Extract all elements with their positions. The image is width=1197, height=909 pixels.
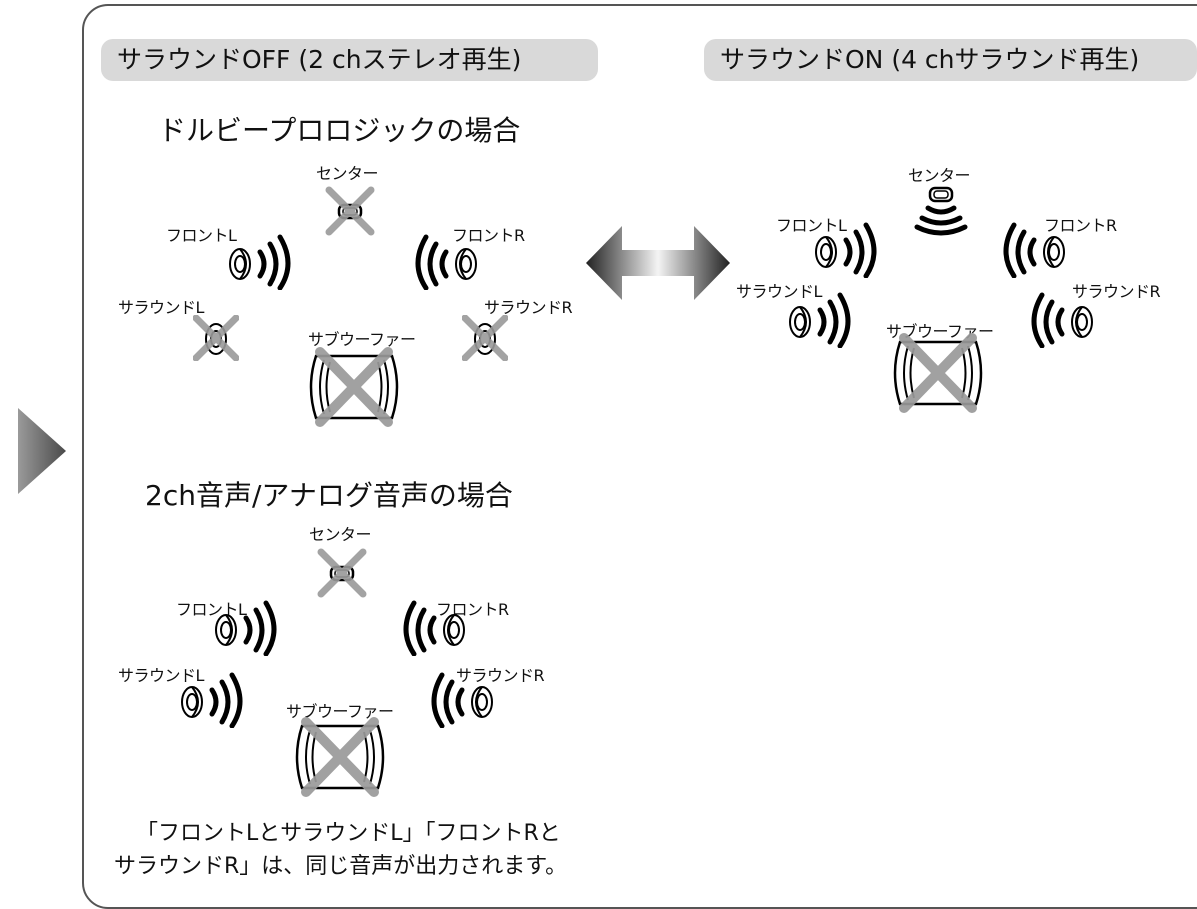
label-front-l-2ch: フロントL bbox=[176, 600, 247, 619]
label-surround-l: サラウンドL bbox=[118, 298, 204, 317]
note-line-1: 「フロントLとサラウンドL」「フロントRと bbox=[136, 821, 561, 846]
label-front-r: フロントR bbox=[452, 226, 525, 245]
header-surround-off: サラウンドOFF (2 chステレオ再生) bbox=[101, 39, 598, 81]
front-left-speaker-icon-2ch bbox=[212, 600, 282, 656]
label-subwoofer: サブウーファー bbox=[308, 330, 416, 349]
subwoofer-disabled-icon bbox=[302, 346, 406, 428]
front-left-speaker-icon bbox=[226, 234, 296, 290]
label-subwoofer-2ch: サブウーファー bbox=[286, 702, 394, 721]
center-speaker-disabled-icon bbox=[325, 186, 375, 236]
label-center: センター bbox=[316, 164, 379, 183]
note-line-2: サラウンドR」は、同じ音声が出力されます。 bbox=[114, 854, 568, 879]
label-front-r-on: フロントR bbox=[1044, 216, 1117, 235]
surround-left-speaker-icon-on bbox=[786, 292, 856, 348]
header-surround-on: サラウンドON (4 chサラウンド再生) bbox=[704, 39, 1197, 81]
label-surround-l-on: サラウンドL bbox=[736, 282, 822, 301]
subwoofer-disabled-icon-on bbox=[886, 332, 990, 414]
label-center-2ch: センター bbox=[309, 525, 372, 544]
label-front-l-on: フロントL bbox=[776, 216, 847, 235]
center-speaker-active-icon bbox=[914, 186, 968, 238]
label-surround-r-2ch: サラウンドR bbox=[456, 666, 545, 685]
label-surround-r-on: サラウンドR bbox=[1072, 282, 1161, 301]
front-left-speaker-icon-on bbox=[812, 222, 882, 278]
subwoofer-disabled-icon-2ch bbox=[288, 716, 392, 798]
surround-right-speaker-icon-2ch bbox=[426, 672, 496, 728]
surround-right-speaker-disabled-icon bbox=[462, 315, 508, 361]
side-triangle-marker bbox=[18, 408, 66, 494]
label-center-on: センター bbox=[908, 166, 971, 185]
surround-left-speaker-icon-2ch bbox=[178, 672, 248, 728]
front-right-speaker-icon-2ch bbox=[398, 600, 468, 656]
label-front-l: フロントL bbox=[166, 226, 237, 245]
bidirectional-arrow-icon bbox=[586, 226, 730, 300]
label-surround-l-2ch: サラウンドL bbox=[118, 666, 204, 685]
surround-left-speaker-disabled-icon bbox=[193, 315, 239, 361]
section-dolby-heading: ドルビープロロジックの場合 bbox=[158, 114, 521, 147]
surround-right-speaker-icon-on bbox=[1026, 292, 1096, 348]
center-speaker-disabled-icon-2ch bbox=[317, 548, 367, 598]
label-surround-r: サラウンドR bbox=[484, 298, 573, 317]
section-2ch-heading: 2ch音声/アナログ音声の場合 bbox=[145, 479, 513, 512]
front-right-speaker-icon bbox=[410, 234, 480, 290]
front-right-speaker-icon-on bbox=[998, 222, 1068, 278]
